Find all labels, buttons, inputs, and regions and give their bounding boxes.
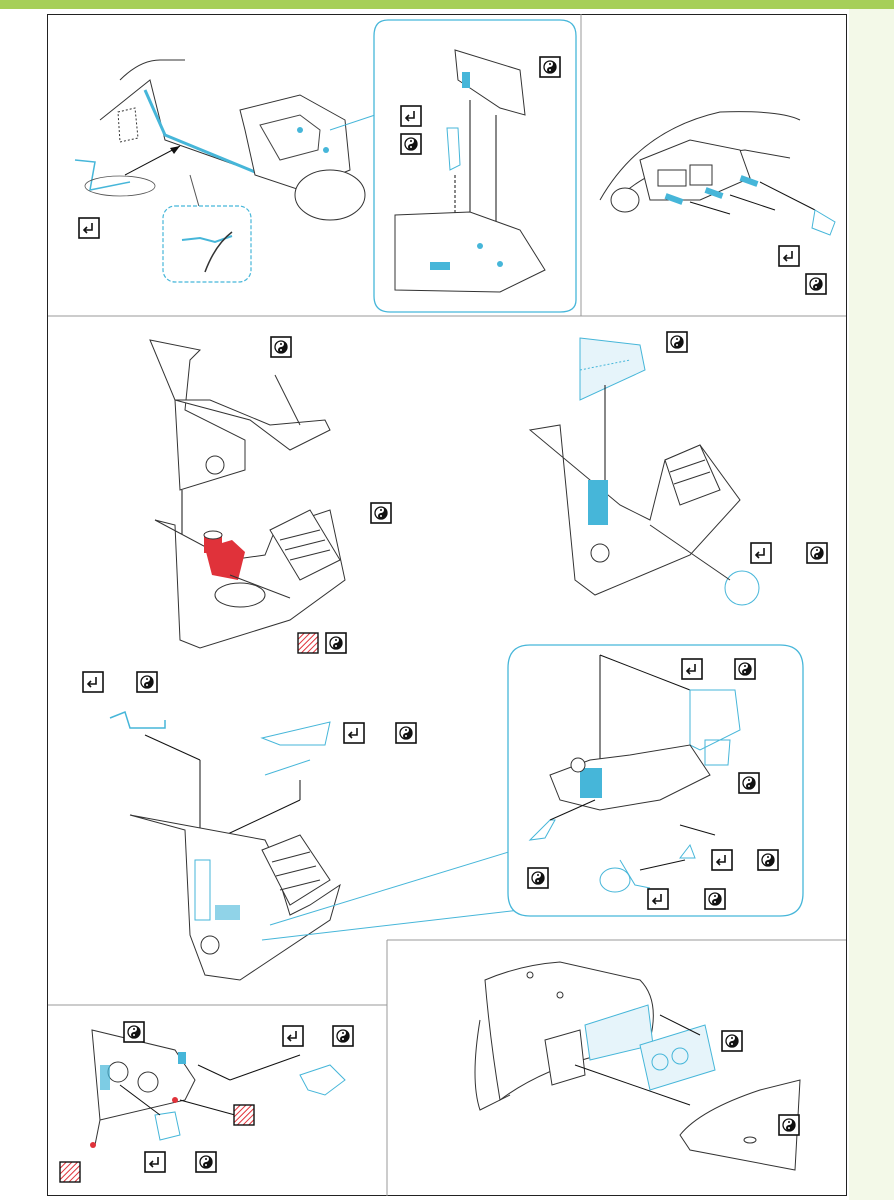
glue-icon bbox=[333, 1026, 353, 1046]
glue-icon bbox=[401, 134, 421, 154]
fold-icon bbox=[401, 106, 421, 126]
fuselage-side-step bbox=[600, 112, 835, 294]
glue-icon bbox=[667, 332, 687, 352]
canopy-frame-step bbox=[75, 60, 375, 282]
glue-icon bbox=[124, 1022, 144, 1042]
fold-icon bbox=[344, 723, 364, 743]
fold-icon bbox=[83, 672, 103, 692]
paint-icon bbox=[60, 1162, 80, 1182]
glue-icon bbox=[326, 633, 346, 653]
fold-icon bbox=[682, 659, 702, 679]
cockpit-floor-step bbox=[150, 337, 391, 653]
glue-icon bbox=[371, 503, 391, 523]
glue-icon bbox=[528, 868, 548, 888]
seat-back-step bbox=[60, 1022, 353, 1182]
glue-icon bbox=[779, 1115, 799, 1135]
gear-bay-step bbox=[475, 962, 800, 1170]
glue-icon bbox=[705, 889, 725, 909]
glue-icon bbox=[806, 274, 826, 294]
instrument-panel-step bbox=[530, 332, 827, 605]
paint-icon bbox=[234, 1105, 254, 1125]
glue-icon bbox=[271, 337, 291, 357]
fold-icon bbox=[751, 543, 771, 563]
glue-icon bbox=[758, 850, 778, 870]
cockpit-side-step bbox=[83, 672, 520, 980]
fold-icon bbox=[79, 218, 99, 238]
fold-icon bbox=[283, 1026, 303, 1046]
glue-icon bbox=[540, 57, 560, 77]
fold-icon bbox=[712, 850, 732, 870]
glue-icon bbox=[735, 659, 755, 679]
fold-icon bbox=[779, 246, 799, 266]
glue-icon bbox=[137, 672, 157, 692]
seat-detail-callout bbox=[374, 20, 576, 312]
glue-icon bbox=[396, 723, 416, 743]
fold-icon bbox=[648, 889, 668, 909]
glue-icon bbox=[722, 1031, 742, 1051]
glue-icon bbox=[739, 773, 759, 793]
fold-icon bbox=[145, 1152, 165, 1172]
paint-icon bbox=[298, 633, 318, 653]
glue-icon bbox=[196, 1152, 216, 1172]
cockpit-callout bbox=[508, 645, 803, 916]
glue-icon bbox=[807, 543, 827, 563]
